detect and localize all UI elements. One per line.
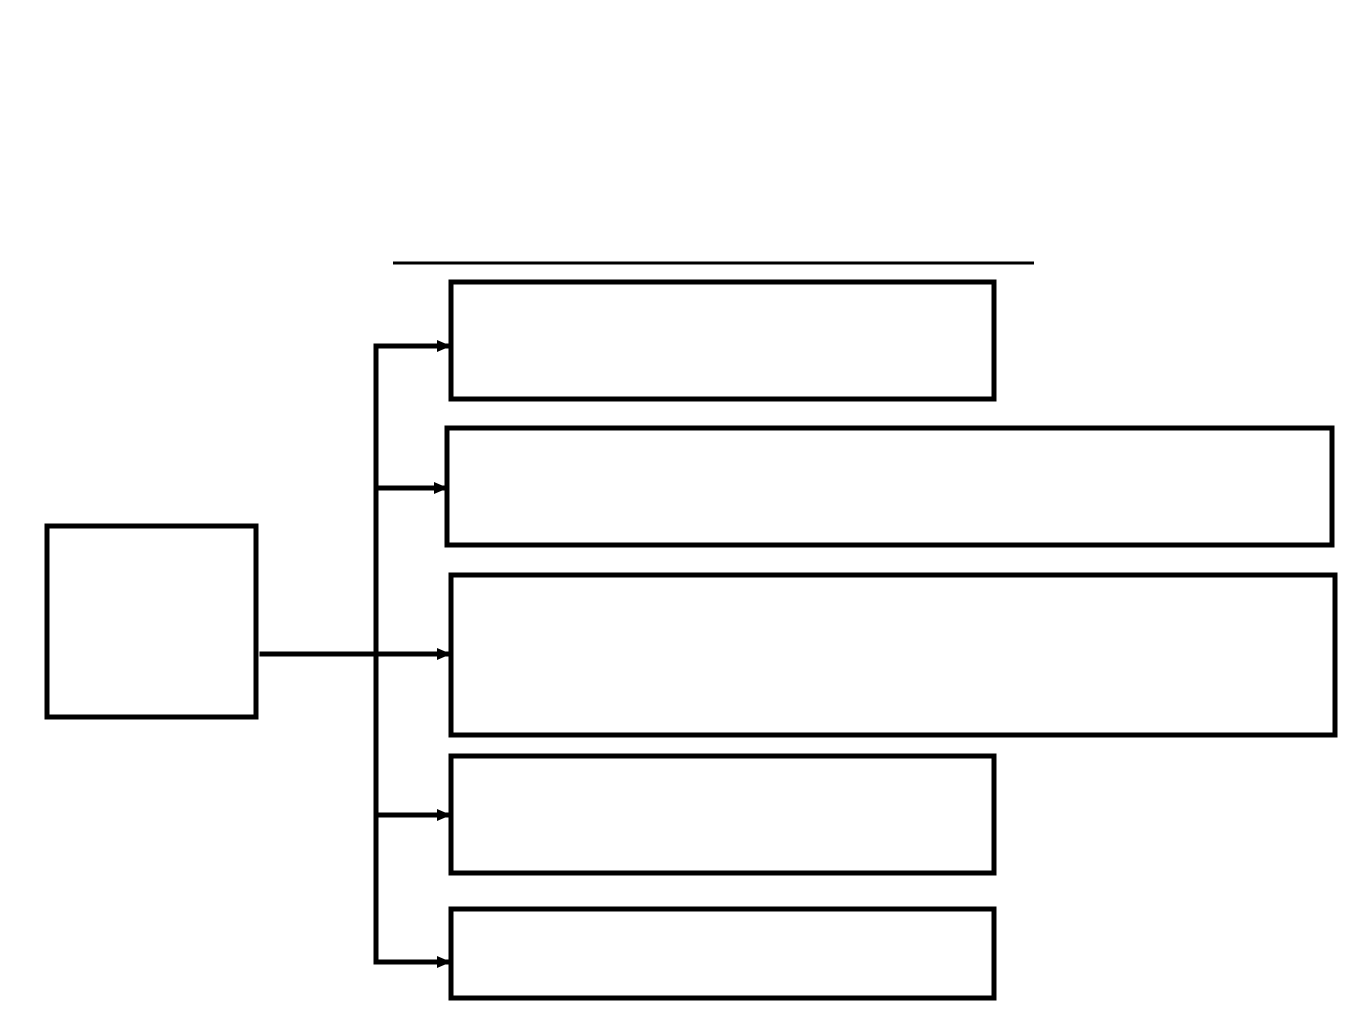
target-box-2 [444, 425, 1335, 548]
target-box-1 [448, 279, 997, 402]
target-box-4 [448, 753, 997, 876]
source-box [44, 523, 259, 720]
target-box-5 [448, 906, 997, 1001]
target-box-3 [448, 572, 1338, 738]
